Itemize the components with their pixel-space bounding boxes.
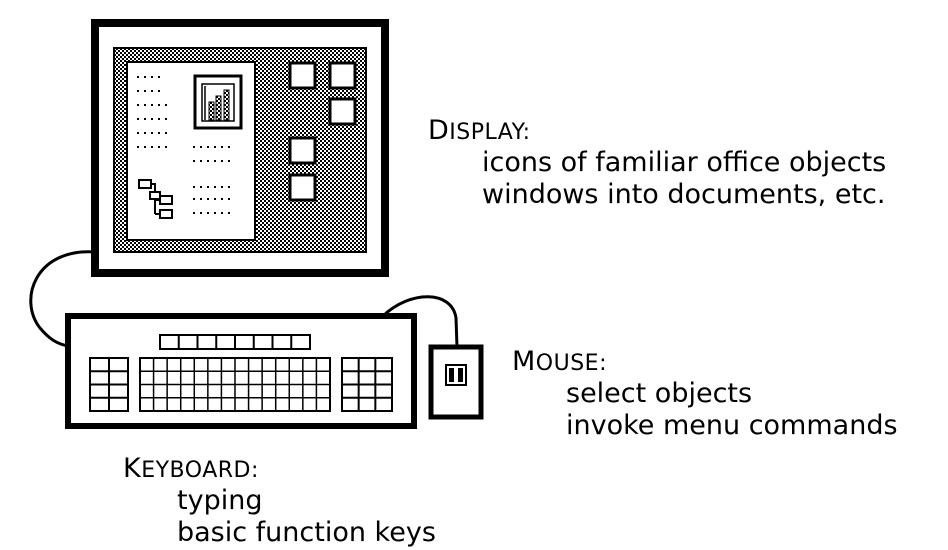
dot-mark: [137, 118, 139, 120]
dot-mark: [207, 198, 209, 200]
bar-chart-icon: [193, 74, 243, 130]
dot-mark: [144, 90, 146, 92]
dot-mark: [151, 146, 153, 148]
dot-mark: [193, 160, 195, 162]
keyboard-line-1: typing: [177, 485, 263, 516]
dot-mark: [144, 104, 146, 106]
dot-mark: [158, 90, 160, 92]
dot-mark: [158, 146, 160, 148]
dot-mark: [214, 146, 216, 148]
desktop-icon-5: [288, 173, 317, 202]
dot-mark: [165, 104, 167, 106]
dot-mark: [165, 146, 167, 148]
dot-mark: [200, 212, 202, 214]
dot-mark: [144, 132, 146, 134]
mouse-label: MOUSE: select objects invoke menu comman…: [512, 348, 898, 439]
dot-mark: [228, 212, 230, 214]
dot-mark: [151, 90, 153, 92]
dot-mark: [193, 198, 195, 200]
dot-mark: [144, 146, 146, 148]
dot-mark: [228, 146, 230, 148]
dot-mark: [193, 146, 195, 148]
dot-mark: [137, 76, 139, 78]
dot-mark: [151, 132, 153, 134]
dot-mark: [137, 90, 139, 92]
keyboard-icon: [65, 313, 417, 429]
dot-mark: [207, 212, 209, 214]
dot-mark: [165, 132, 167, 134]
dot-mark: [200, 186, 202, 188]
dot-mark: [214, 186, 216, 188]
dot-mark: [221, 146, 223, 148]
dot-mark: [214, 160, 216, 162]
dot-mark: [207, 160, 209, 162]
dot-mark: [214, 198, 216, 200]
dot-mark: [158, 104, 160, 106]
dot-mark: [228, 186, 230, 188]
dot-mark: [221, 186, 223, 188]
dot-mark: [151, 76, 153, 78]
dot-mark: [165, 118, 167, 120]
dot-mark: [193, 212, 195, 214]
mouse-cable: [381, 295, 459, 348]
display-line-1: icons of familiar office objects: [482, 147, 887, 178]
display-label: DISPLAY: icons of familiar office object…: [428, 117, 886, 208]
dot-mark: [200, 160, 202, 162]
dot-mark: [221, 198, 223, 200]
dot-mark: [221, 212, 223, 214]
dot-mark: [158, 118, 160, 120]
mouse-heading: MOUSE:: [512, 346, 607, 377]
dot-mark: [207, 186, 209, 188]
dot-mark: [144, 76, 146, 78]
keyboard-heading: KEYBOARD:: [123, 453, 259, 484]
dot-mark: [221, 160, 223, 162]
mouse-icon: [428, 344, 484, 420]
keyboard-line-2: basic function keys: [177, 517, 436, 548]
dot-mark: [207, 146, 209, 148]
display-line-2: windows into documents, etc.: [482, 179, 886, 210]
dot-mark: [137, 132, 139, 134]
desktop-icon-3: [328, 97, 357, 126]
monitor-icon: [91, 19, 389, 277]
desktop-icon-4: [288, 136, 317, 165]
hierarchy-chart-icon: [138, 179, 173, 219]
dot-mark: [228, 160, 230, 162]
dot-mark: [137, 104, 139, 106]
dot-mark: [200, 198, 202, 200]
dot-mark: [144, 118, 146, 120]
dot-mark: [228, 198, 230, 200]
dot-mark: [151, 104, 153, 106]
keyboard-cable: [29, 250, 96, 348]
dot-mark: [158, 132, 160, 134]
keyboard-label: KEYBOARD: typing basic function keys: [123, 455, 436, 546]
dot-mark: [151, 118, 153, 120]
document-window-icon: [126, 61, 256, 241]
dot-mark: [158, 76, 160, 78]
desktop-icon-2: [328, 61, 357, 90]
desktop-icon-1: [288, 61, 317, 90]
dot-mark: [193, 186, 195, 188]
dot-mark: [214, 212, 216, 214]
mouse-line-1: select objects: [566, 378, 753, 409]
mouse-line-2: invoke menu commands: [566, 410, 898, 441]
display-heading: DISPLAY:: [428, 115, 531, 146]
dot-mark: [200, 146, 202, 148]
dot-mark: [137, 146, 139, 148]
